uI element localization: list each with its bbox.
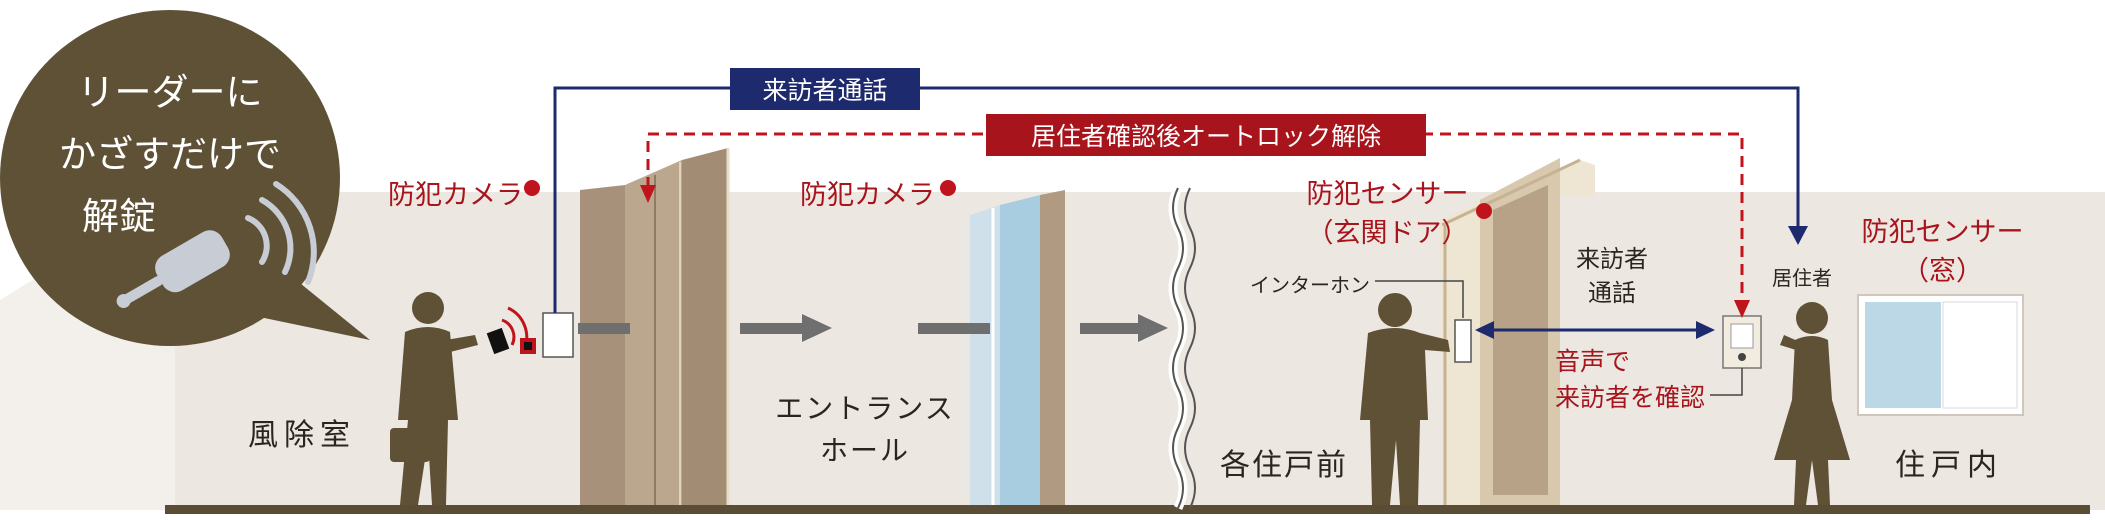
visitor-with-fob-silhouette [390, 292, 478, 505]
autolock-arrowhead-right [1734, 300, 1750, 318]
apartment-front-door [1440, 158, 1595, 505]
intercom-door-unit [1454, 319, 1472, 363]
door-sensor-line-2: （玄関ドア） [1306, 218, 1469, 249]
visitor-call-arrowhead [1788, 226, 1808, 245]
camera1-dot [524, 180, 540, 196]
speech-bubble [0, 10, 370, 346]
window-sensor-line-1: 防犯センサー [1861, 217, 2024, 248]
door-sensor-line-1: 防犯センサー [1306, 179, 1469, 210]
window [1857, 294, 2024, 416]
bubble-text: リーダーに かざすだけで 解錠 [40, 62, 300, 248]
key-fob-icon [116, 230, 230, 308]
bubble-line-2: かざすだけで [59, 133, 281, 176]
camera2-dot [940, 180, 956, 196]
intercom-label: インターホン [1250, 273, 1370, 297]
bubble-line-3: 解錠 [82, 195, 156, 238]
room-inside: 住戸内 [1895, 448, 2003, 483]
resident-label: 居住者 [1772, 266, 1832, 290]
voice-leader [1710, 368, 1743, 396]
voice-line-1: 音声で [1555, 347, 1631, 376]
room-windbreak: 風除室 [248, 418, 356, 453]
room-entrance-hall: エントランス ホール [765, 388, 965, 472]
room-hall-line-1: エントランス [775, 392, 955, 425]
voice-confirm-label: 音声で 来訪者を確認 [1555, 344, 1705, 416]
autolock-arrowhead-left [640, 185, 656, 203]
resident-silhouette [1774, 302, 1850, 505]
window-sensor-label: 防犯センサー （窓） [1855, 210, 2030, 288]
visitor-at-door-silhouette [1360, 293, 1450, 505]
flow-arrows [578, 314, 1168, 342]
door-sensor-label: 防犯センサー （玄関ドア） [1300, 172, 1475, 250]
call-line-1: 来訪者 [1576, 245, 1648, 273]
bubble-line-1: リーダーに [77, 71, 263, 114]
door-sensor-dot [1476, 203, 1492, 219]
entrance-auto-door [580, 148, 730, 505]
room-front: 各住戸前 [1220, 448, 1348, 483]
inner-glass-door [970, 190, 1065, 505]
visitor-call-line [553, 86, 1800, 313]
camera1-label: 防犯カメラ [388, 180, 523, 211]
window-sensor-line-2: （窓） [1902, 256, 1983, 287]
camera2-label: 防犯カメラ [800, 180, 935, 211]
room-hall-line-2: ホール [819, 434, 910, 467]
intercom-leader [1375, 280, 1464, 318]
indoor-monitor [1722, 315, 1762, 369]
call-line-2: 通話 [1588, 279, 1636, 307]
visitor-call-label: 来訪者通話 [730, 68, 920, 110]
call-label: 来訪者 通話 [1552, 242, 1672, 310]
voice-line-2: 来訪者を確認 [1555, 383, 1706, 412]
floor-line [165, 505, 2090, 514]
card-reader [542, 312, 574, 358]
autolock-release-label: 居住者確認後オートロック解除 [986, 114, 1426, 156]
signal-waves-icon [245, 181, 317, 285]
